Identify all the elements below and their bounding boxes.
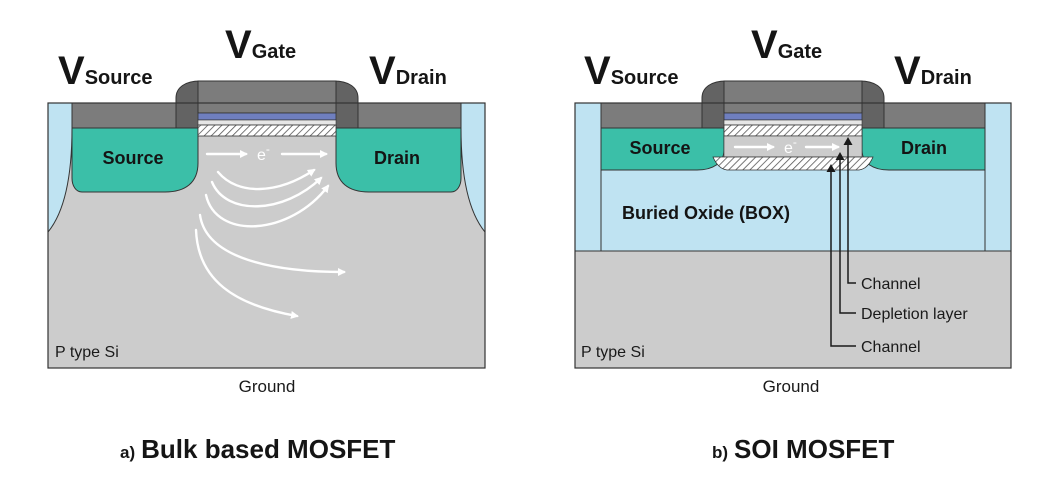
channel-bottom-hatched <box>712 156 874 171</box>
callout-channel-top-line <box>843 137 856 284</box>
gate-electrode <box>197 80 337 114</box>
callout-channel-bottom-line <box>826 164 856 347</box>
callout-depletion-layer: Depletion layer <box>861 306 968 323</box>
callout-depletion-line <box>835 152 856 314</box>
buried-oxide-label: Buried Oxide (BOX) <box>622 203 790 223</box>
callout-lines <box>826 137 856 347</box>
v-source-label: VSource <box>584 49 679 93</box>
drain-region <box>335 127 462 193</box>
v-drain-label: VDrain <box>894 49 972 93</box>
gate-dielectric-thin <box>723 119 863 126</box>
electron-flow-arrows <box>194 150 346 319</box>
gate-electrode <box>723 80 863 114</box>
ground-label: Ground <box>763 377 820 396</box>
gate-oxide <box>197 112 337 121</box>
substrate-outline <box>47 102 486 369</box>
channel-hatched <box>197 124 337 137</box>
electron-label: e- <box>257 142 270 164</box>
v-source-label: VSource <box>58 49 153 93</box>
callout-channel-bottom: Channel <box>861 339 921 356</box>
substrate-label: P type Si <box>581 344 645 361</box>
leakage-arrow-4 <box>198 213 346 276</box>
leakage-arrow-2 <box>210 176 323 208</box>
source-region-label: Source <box>102 148 163 168</box>
substrate-label: P type Si <box>55 344 119 361</box>
v-gate-label: VGate <box>225 23 296 67</box>
drain-region-label: Drain <box>901 138 947 158</box>
v-gate-label: VGate <box>751 23 822 67</box>
substrate-outline <box>574 102 1012 369</box>
gate-dielectric-thin <box>197 119 337 126</box>
leakage-arrow-5 <box>194 228 299 319</box>
leakage-arrow-3 <box>204 184 330 228</box>
source-region <box>71 127 199 193</box>
right-isolation-region <box>984 103 1011 252</box>
left-isolation-region <box>575 103 602 252</box>
ground-label: Ground <box>239 377 296 396</box>
caption-soi-mosfet: b)SOI MOSFET <box>712 434 895 464</box>
leakage-arrow-1 <box>216 168 316 191</box>
v-drain-label: VDrain <box>369 49 447 93</box>
panel-bulk-mosfet: e- Source Drain P type Si Ground VSource… <box>47 23 486 464</box>
drain-region-label: Drain <box>374 148 420 168</box>
caption-bulk-mosfet: a)Bulk based MOSFET <box>120 434 396 464</box>
panel-soi-mosfet: e- Source Drain Buried Oxide (BOX) P typ… <box>574 23 1012 464</box>
source-region-label: Source <box>629 138 690 158</box>
gate-oxide <box>723 112 863 121</box>
callout-channel-top: Channel <box>861 276 921 293</box>
electron-label: e- <box>784 135 797 157</box>
